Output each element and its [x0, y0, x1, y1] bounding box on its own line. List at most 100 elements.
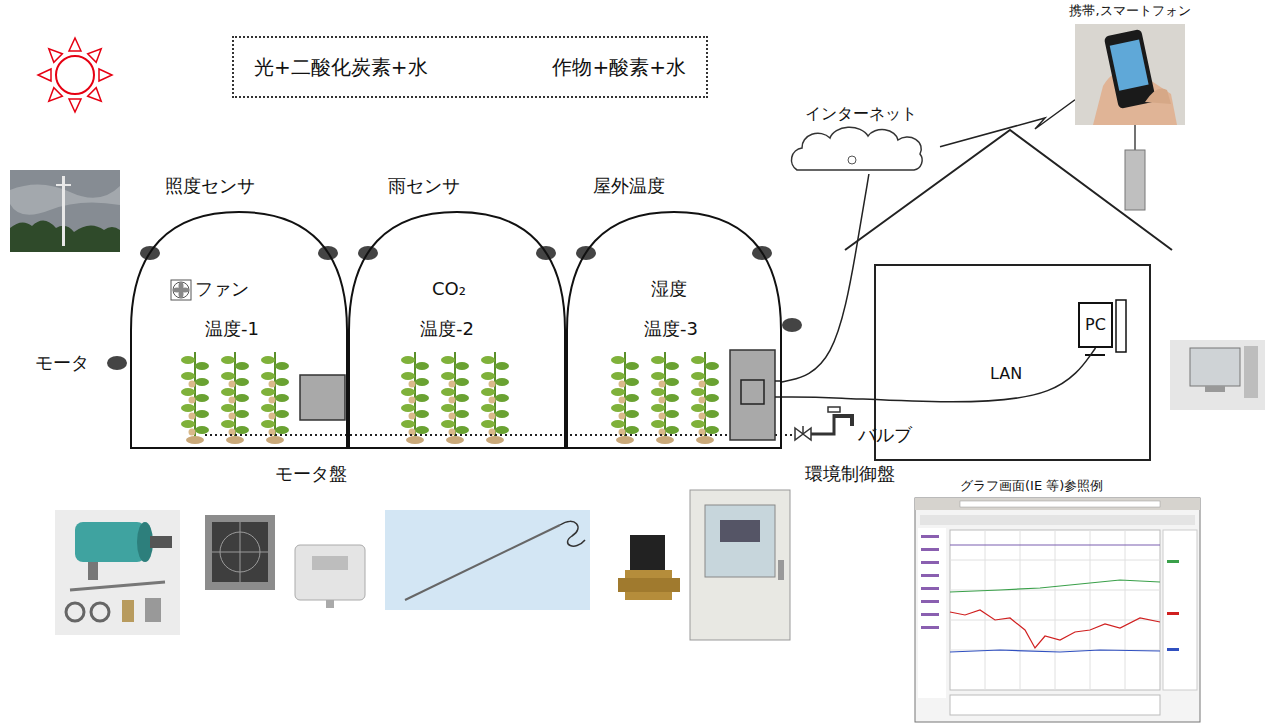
valve-faucet	[795, 407, 852, 440]
valve-photo	[618, 535, 680, 600]
crop-plants	[446, 436, 464, 444]
phone-photo	[1110, 39, 1149, 90]
phone-photo	[1104, 29, 1157, 109]
internet-cloud-text: インターネット	[805, 104, 917, 123]
crop-plants	[261, 356, 275, 364]
crop-plants	[275, 410, 289, 418]
crop-plants	[611, 404, 625, 412]
crop-plants	[195, 362, 209, 370]
house	[845, 130, 1172, 460]
crop-plants	[495, 426, 509, 434]
crop-plants	[235, 378, 249, 386]
motor-photo	[66, 603, 84, 621]
graph-screenshot	[915, 498, 1200, 722]
greenhouse-text: 温度-2	[420, 318, 474, 340]
phone-photo	[1075, 24, 1185, 125]
crop-plants	[261, 352, 289, 444]
crop-plants	[625, 394, 639, 402]
motor-photo	[55, 510, 180, 635]
crop-plants	[229, 381, 236, 388]
crop-plants	[699, 381, 706, 388]
formula-box: 光+二酸化炭素+水作物+酸素+水	[232, 36, 708, 98]
graph-screenshot	[915, 498, 1200, 510]
crop-plants	[406, 436, 424, 444]
crop-plants	[481, 356, 495, 364]
crop-plants	[401, 388, 415, 396]
crop-plants	[449, 397, 456, 404]
crop-plants	[691, 420, 705, 428]
pc-photo	[1205, 386, 1225, 392]
crop-plants	[235, 410, 249, 418]
crop-plants	[269, 397, 276, 404]
crop-plants	[705, 394, 719, 402]
crop-plants	[229, 413, 236, 420]
phone-photo	[1145, 89, 1171, 105]
crop-plants	[625, 426, 639, 434]
crop-plants	[441, 356, 455, 364]
crop-plants	[189, 381, 196, 388]
greenhouse-outline	[349, 212, 565, 448]
crop-plants	[665, 394, 679, 402]
pc-tower	[1085, 354, 1105, 356]
crop-plants	[495, 410, 509, 418]
graph-screenshot	[921, 535, 939, 538]
crop-plants	[651, 352, 679, 444]
sensor-dot	[107, 356, 127, 370]
greenhouse-text: CO₂	[432, 278, 466, 300]
graph-screenshot	[960, 501, 1160, 507]
crop-plants	[696, 436, 714, 444]
crop-plants	[181, 352, 719, 444]
sun-icon	[88, 49, 102, 63]
motor-photo	[70, 582, 165, 590]
fan-photo	[220, 532, 260, 572]
crop-plants	[489, 413, 496, 420]
crop-plants	[611, 388, 625, 396]
graph-screenshot	[950, 620, 1160, 621]
crop-plants	[691, 372, 705, 380]
crop-plants	[401, 352, 429, 444]
pc-tower	[1116, 300, 1126, 352]
fan-icon	[171, 280, 191, 300]
crop-plants	[441, 372, 455, 380]
crop-plants	[221, 356, 235, 364]
crop-plants	[409, 397, 416, 404]
crop-plants	[181, 420, 195, 428]
part-label: 屋外温度	[593, 175, 665, 197]
graph-screenshot	[918, 528, 946, 698]
probe-photo	[405, 525, 560, 600]
crop-plants	[651, 372, 665, 380]
graph-screenshot	[921, 600, 939, 603]
graph-screenshot	[921, 626, 939, 629]
crop-plants	[651, 356, 665, 364]
weather-station-photo	[62, 176, 65, 246]
graph-screenshot	[1167, 648, 1179, 651]
greenhouse-outline	[567, 212, 781, 448]
fan-icon	[173, 288, 181, 293]
crop-plants	[651, 420, 665, 428]
crop-plants	[691, 352, 719, 444]
greenhouse-text: ファン	[195, 278, 249, 300]
cabinet-photo	[690, 490, 790, 640]
crop-plants	[221, 404, 235, 412]
graph-screenshot	[921, 587, 939, 590]
crop-plants	[415, 378, 429, 386]
connector-line	[782, 348, 1096, 402]
crop-plants	[665, 362, 679, 370]
graph-screenshot	[950, 530, 1160, 690]
crop-plants	[275, 362, 289, 370]
part-label: 照度センサ	[165, 175, 255, 197]
sun-icon	[49, 49, 63, 63]
crop-plants	[189, 413, 196, 420]
crop-plants	[266, 436, 284, 444]
probe-photo	[385, 510, 590, 610]
crop-plants	[699, 397, 706, 404]
mobile-phone-outline	[1075, 24, 1185, 125]
crop-plants	[189, 429, 196, 436]
graph-screenshot	[921, 561, 939, 564]
valve-faucet	[811, 414, 834, 434]
sensor-dot	[107, 246, 802, 370]
internet-cloud-outline	[782, 132, 940, 174]
graph-screenshot	[950, 695, 1160, 715]
